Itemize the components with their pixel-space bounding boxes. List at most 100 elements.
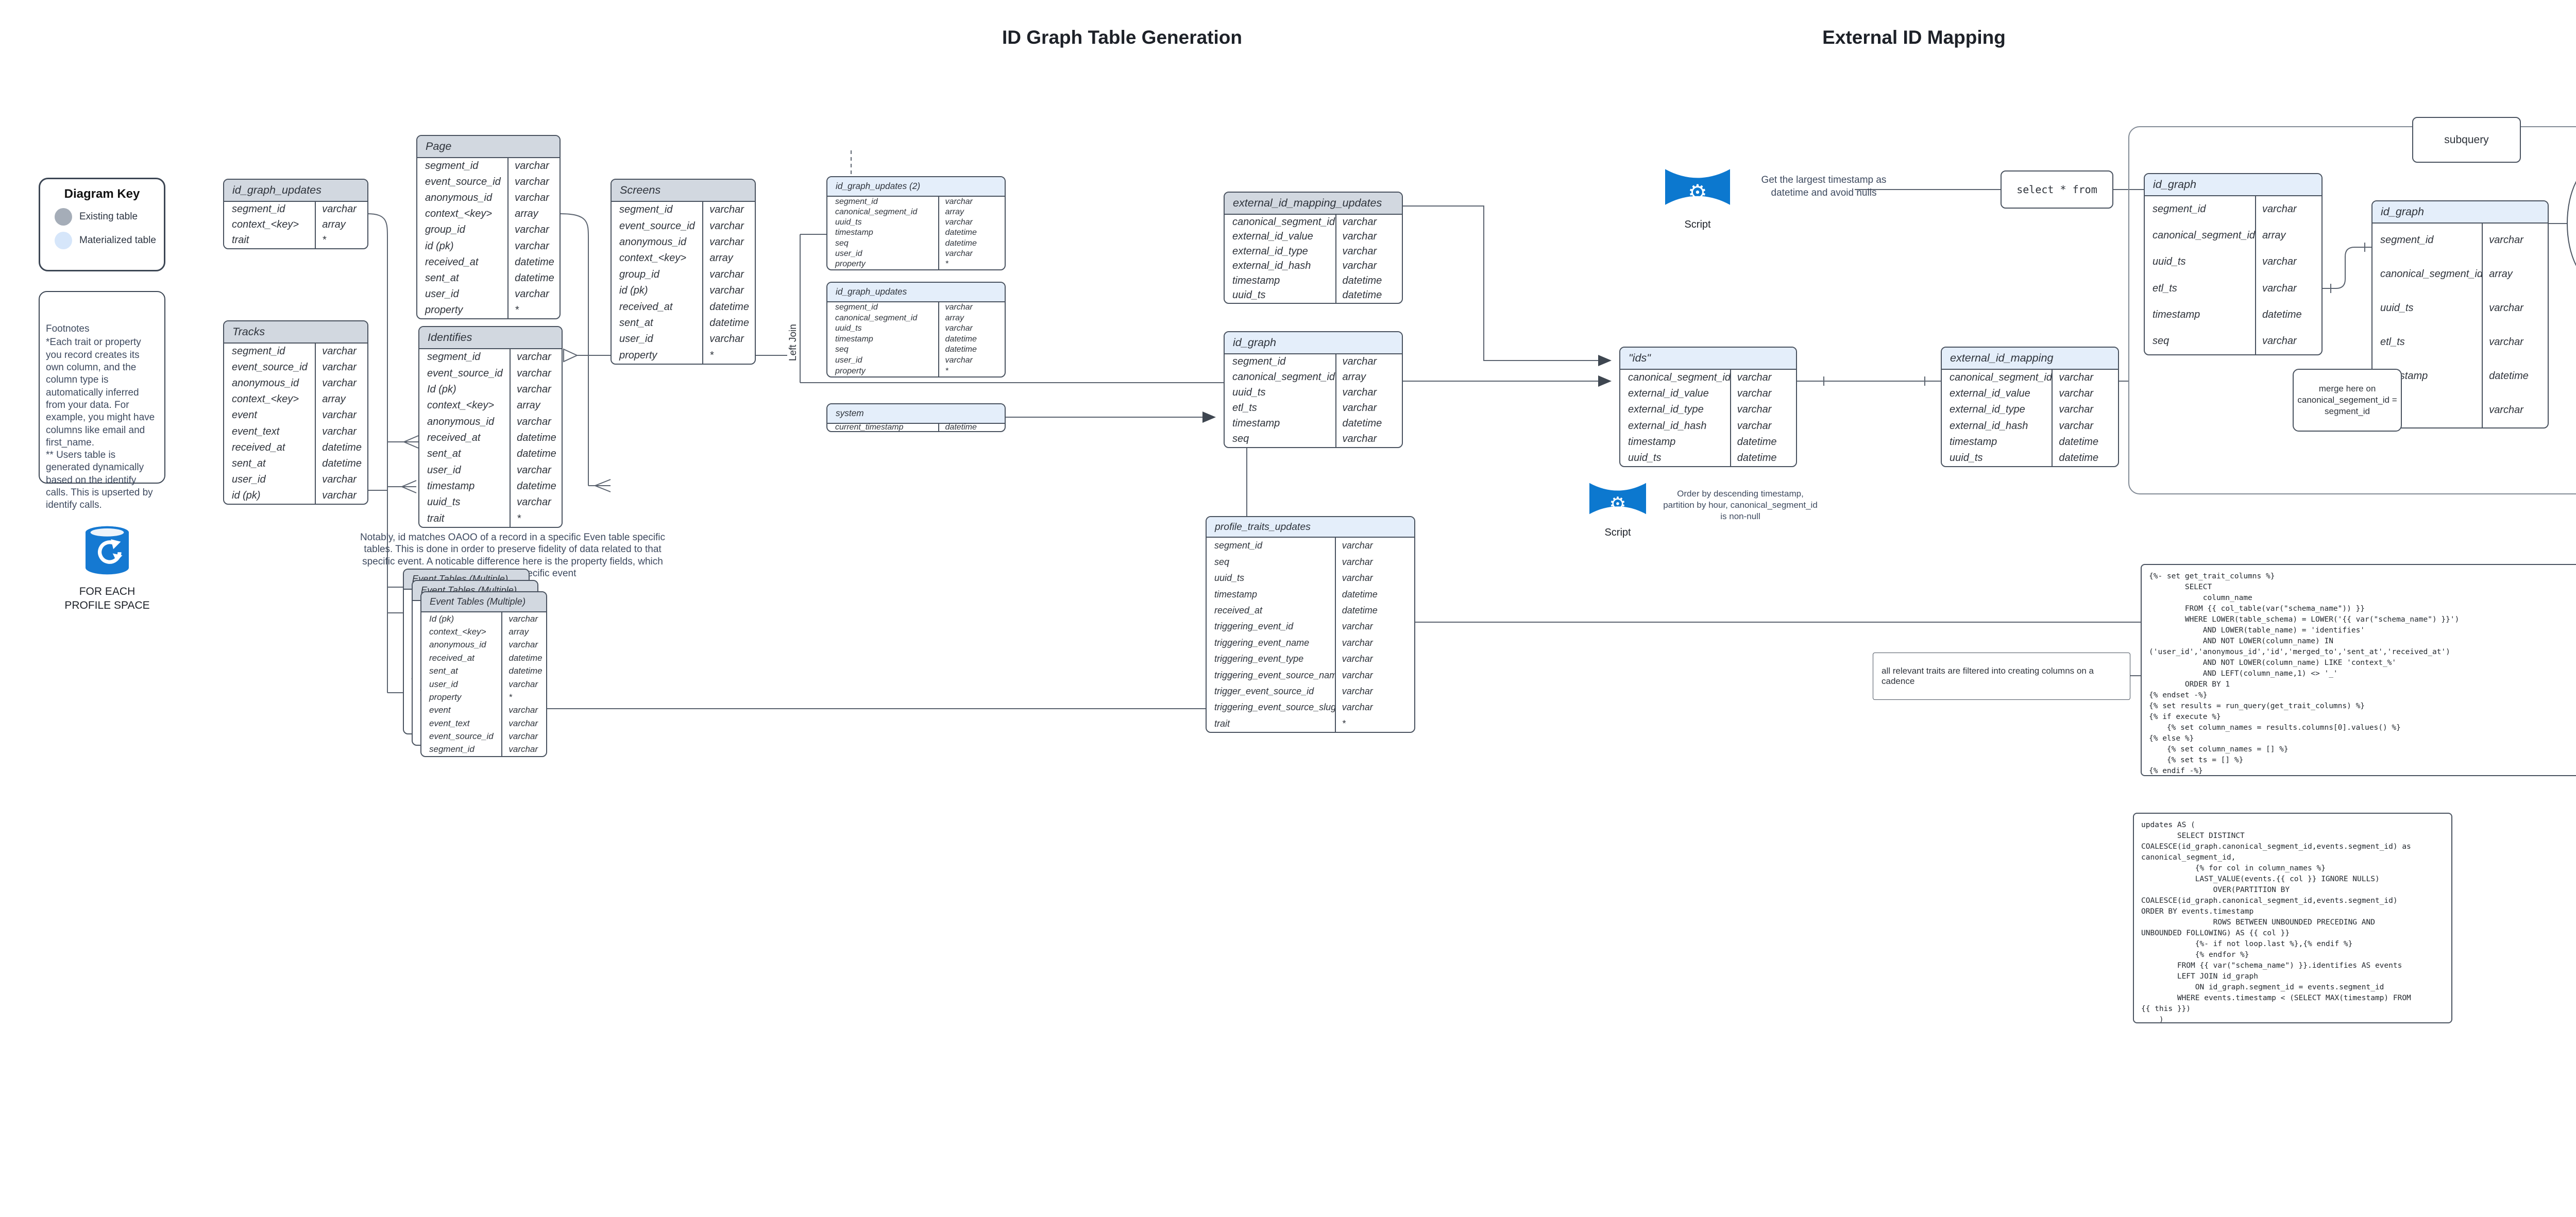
- gear-icon: ⚙: [1688, 180, 1707, 205]
- footnotes-heading: Footnotes: [46, 323, 90, 334]
- column-name: external_id_value: [1232, 231, 1313, 243]
- column-type: varchar: [702, 283, 755, 299]
- column-name: external_id_type: [1950, 404, 2025, 416]
- column-name: user_id: [425, 288, 459, 300]
- table-column-row: property*: [417, 302, 560, 318]
- column-type: varchar: [2482, 325, 2548, 359]
- table-column-row: trait*: [419, 510, 562, 527]
- column-type: varchar: [1334, 683, 1414, 700]
- column-name: segment_id: [835, 302, 878, 312]
- table-title: external_id_mapping: [1942, 348, 2118, 370]
- diagram-key: Diagram Key Existing table Materialized …: [39, 178, 165, 271]
- column-type: varchar: [702, 266, 755, 283]
- column-name: uuid_ts: [835, 324, 862, 333]
- column-name: id (pk): [619, 285, 648, 297]
- column-name: etl_ts: [2380, 336, 2405, 348]
- column-name: anonymous_id: [619, 236, 687, 248]
- column-type: varchar: [2052, 386, 2118, 402]
- script1-caption: Get the largest timestamp as datetime an…: [1761, 175, 1887, 198]
- column-name: segment_id: [619, 204, 673, 216]
- table-column-row: group_id varchar: [417, 222, 560, 238]
- column-name: timestamp: [1950, 436, 1997, 448]
- column-type: varchar: [1335, 385, 1402, 401]
- left-join-vertical-label: Left Join: [787, 301, 800, 363]
- column-type: varchar: [1335, 354, 1402, 370]
- column-type: varchar: [510, 414, 562, 430]
- table-title: Identifies: [419, 327, 562, 349]
- column-type: datetime: [315, 455, 367, 472]
- column-name: context_<key>: [425, 208, 493, 220]
- column-name: external_id_hash: [1950, 420, 2028, 432]
- table-title: profile_traits_updates: [1207, 517, 1414, 538]
- column-type: *: [507, 302, 560, 318]
- column-type: array: [315, 217, 367, 233]
- column-type: varchar: [1730, 386, 1796, 402]
- diagram-key-title: Diagram Key: [64, 187, 140, 201]
- column-name: timestamp: [1214, 589, 1258, 599]
- script-label: Script: [1684, 219, 1711, 230]
- column-type: array: [2255, 222, 2321, 249]
- column-name: sent_at: [429, 666, 458, 676]
- for-each-profile-space: FOR EACH PROFILE SPACE: [61, 524, 154, 613]
- column-name: event_source_id: [619, 220, 695, 232]
- column-type: varchar: [1335, 431, 1402, 447]
- table-column-row: context_<key>array: [224, 391, 367, 408]
- column-type: varchar: [2052, 418, 2118, 434]
- column-name: event_source_id: [429, 731, 494, 741]
- column-name: canonical_segment_id: [835, 207, 918, 216]
- column-name: user_id: [619, 333, 653, 345]
- column-type: varchar: [507, 222, 560, 238]
- table-title: system: [827, 404, 1005, 424]
- column-name: anonymous_id: [425, 192, 493, 204]
- table-title: id_graph_updates (2): [827, 177, 1005, 197]
- column-type: varchar: [1334, 699, 1414, 716]
- script-icon: [1589, 483, 1646, 515]
- column-name: event: [429, 705, 451, 715]
- code-block-updates-cte: updates AS ( SELECT DISTINCT COALESCE(id…: [2133, 813, 2452, 1023]
- column-name: sent_at: [425, 272, 459, 284]
- column-type: datetime: [2052, 450, 2118, 466]
- column-name: external_id_hash: [1232, 260, 1311, 272]
- column-type: varchar: [2482, 223, 2548, 258]
- column-name: timestamp: [835, 334, 873, 344]
- column-name: uuid_ts: [1950, 452, 1983, 464]
- column-type: *: [938, 259, 1005, 269]
- column-type: varchar: [1334, 570, 1414, 587]
- column-name: external_id_value: [1628, 388, 1709, 400]
- column-name: group_id: [425, 224, 465, 236]
- table-title: id_graph_updates: [224, 180, 367, 202]
- column-name: event_source_id: [425, 176, 501, 188]
- column-name: anonymous_id: [232, 378, 299, 389]
- column-name: etl_ts: [1232, 402, 1257, 414]
- column-type: varchar: [510, 494, 562, 511]
- table-title: Event Tables (Multiple): [421, 592, 546, 612]
- column-type: varchar: [507, 174, 560, 191]
- column-type: array: [1335, 369, 1402, 385]
- column-name: canonical_segment_id: [1232, 371, 1335, 383]
- column-name: timestamp: [1628, 436, 1676, 448]
- column-type: datetime: [938, 423, 1005, 431]
- column-type: varchar: [510, 349, 562, 366]
